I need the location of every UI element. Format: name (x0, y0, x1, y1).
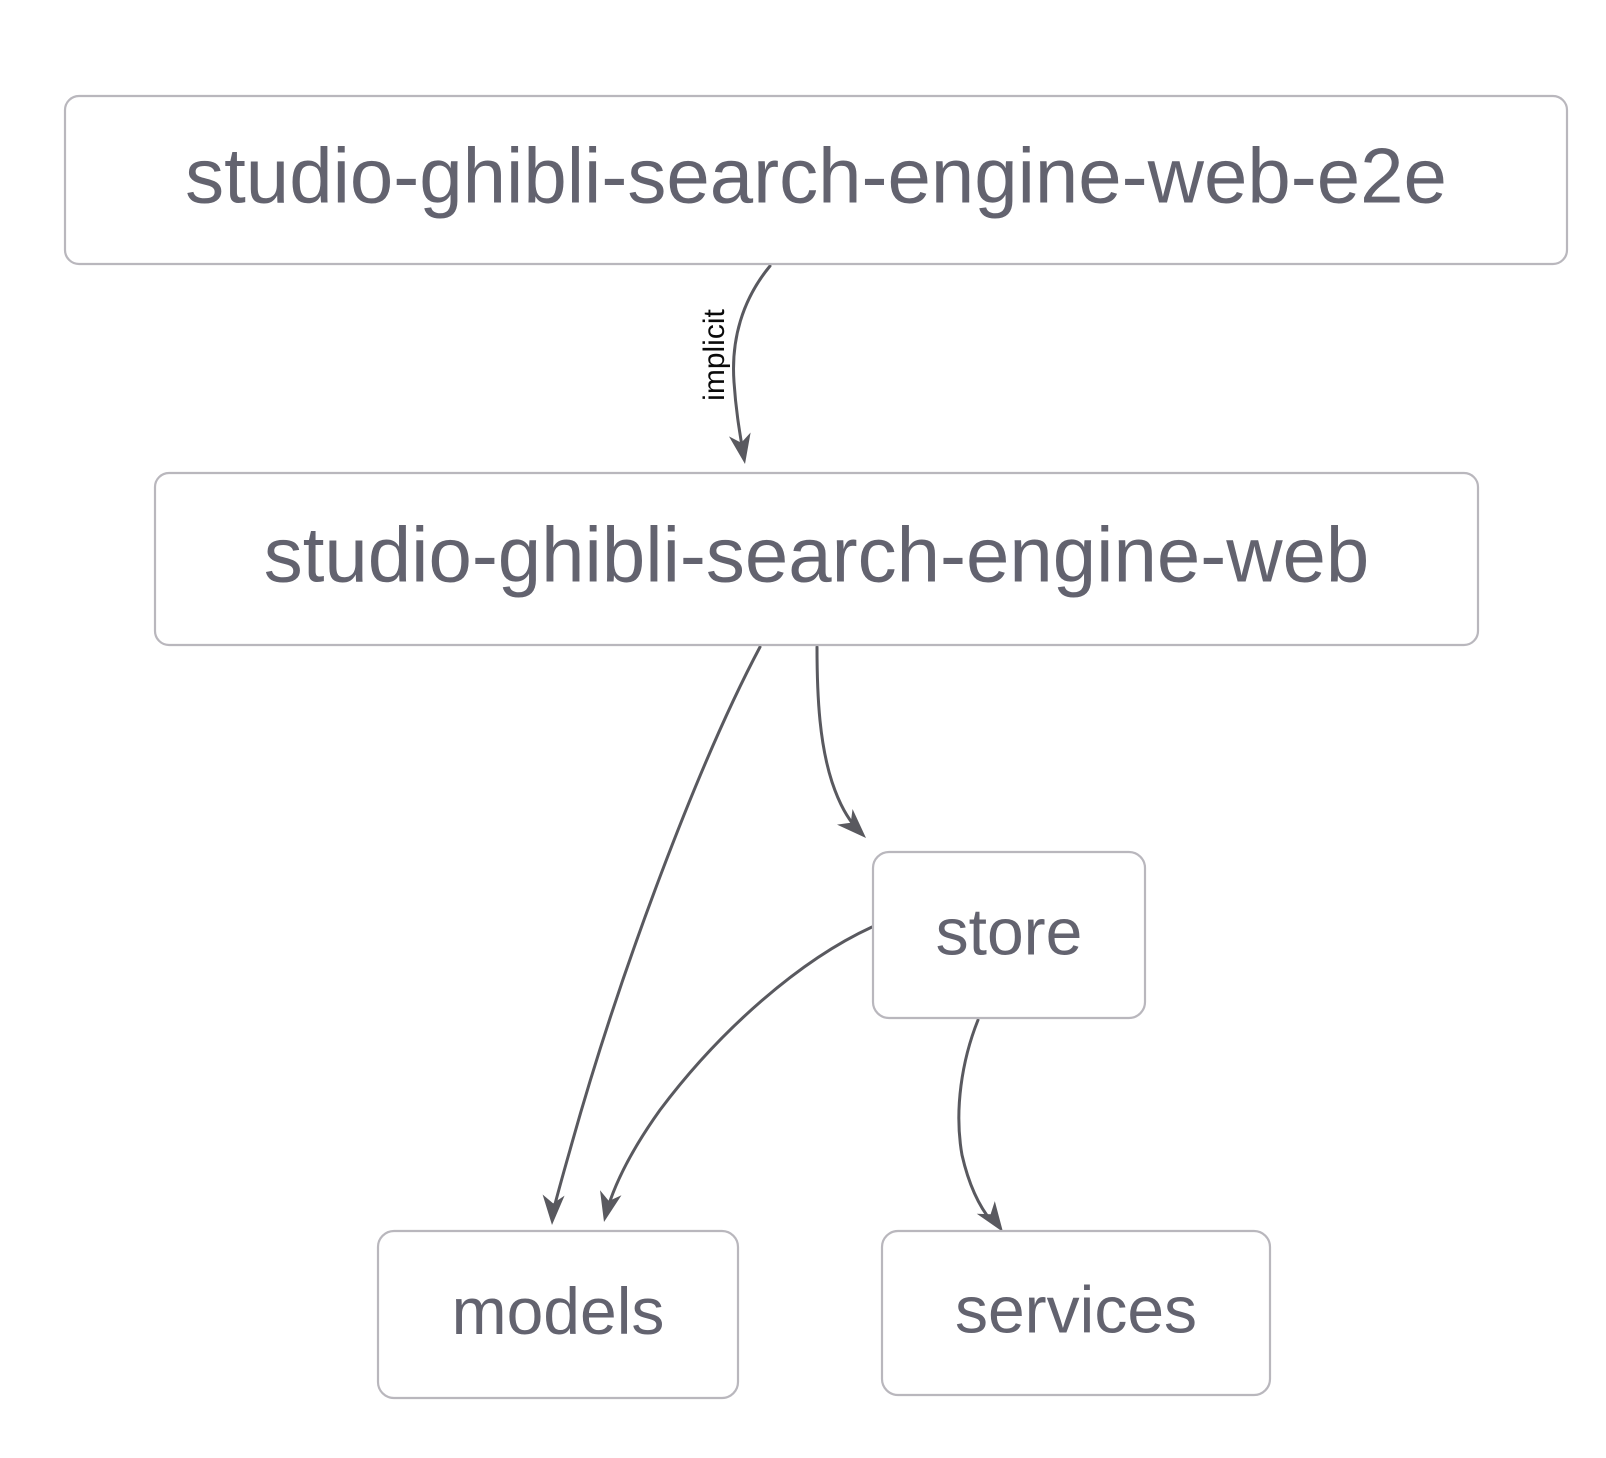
edge-arrowhead (837, 809, 866, 838)
edge-line (551, 645, 762, 1214)
nodes-layer: studio-ghibli-search-engine-web-e2e studi… (63, 94, 1569, 1400)
node-label: studio-ghibli-search-engine-web (264, 511, 1370, 599)
graph-edge (542, 645, 762, 1225)
graph-edge (957, 1018, 1003, 1232)
graph-edge (815, 645, 866, 838)
node-label: store (936, 894, 1083, 968)
graph-edge (728, 264, 772, 464)
node-label: models (452, 1274, 665, 1348)
edge-label: implicit (698, 309, 731, 401)
node-label: services (955, 1272, 1197, 1346)
node-box[interactable] (376, 1229, 740, 1400)
edge-arrowhead (976, 1201, 1003, 1232)
graph-edge (600, 925, 874, 1222)
edge-arrowhead (600, 1190, 622, 1222)
node-box[interactable] (880, 1229, 1272, 1397)
edges-layer (542, 264, 1003, 1232)
node-label: studio-ghibli-search-engine-web-e2e (185, 132, 1447, 220)
edge-line (815, 645, 858, 830)
edge-arrowhead (542, 1194, 565, 1225)
graph-node-store[interactable]: store (871, 850, 1147, 1020)
node-box[interactable] (871, 850, 1147, 1020)
graph-node-studio-ghibli-search-engine-web-e2e[interactable]: studio-ghibli-search-engine-web-e2e (63, 94, 1569, 266)
edge-line (606, 925, 874, 1209)
node-box[interactable] (63, 94, 1569, 266)
graph-node-studio-ghibli-search-engine-web[interactable]: studio-ghibli-search-engine-web (153, 471, 1480, 647)
edge-arrowhead (728, 432, 751, 464)
edge-labels-layer: implicit (698, 309, 731, 401)
graph-node-services[interactable]: services (880, 1229, 1272, 1397)
node-box[interactable] (153, 471, 1480, 647)
edge-line (732, 264, 772, 454)
graph-node-models[interactable]: models (376, 1229, 740, 1400)
edge-line (957, 1018, 994, 1224)
